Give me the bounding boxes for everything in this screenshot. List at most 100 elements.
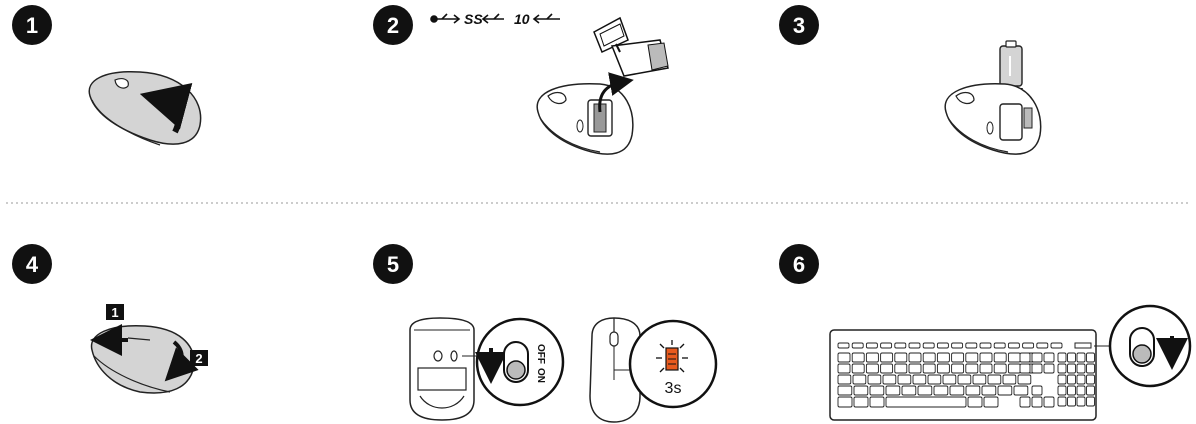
keyboard-key (1086, 363, 1095, 374)
usb-icon (430, 13, 461, 24)
keyboard-key (1057, 396, 1067, 407)
keyboard-key (951, 352, 965, 363)
keyboard-key (1036, 342, 1049, 349)
keyboard-key (1050, 342, 1063, 349)
mouse-underside-icon (409, 317, 482, 421)
keyboard-key (865, 342, 878, 349)
keyboard-key (951, 363, 965, 374)
keyboard-key (979, 363, 993, 374)
keyboard-key (979, 342, 992, 349)
keyboard-key (894, 363, 908, 374)
mouse-icon (589, 317, 641, 423)
keyboard-key (1043, 396, 1055, 408)
keyboard-key (851, 352, 865, 363)
step-number: 2 (387, 13, 399, 38)
sub-step-2-badge (190, 350, 208, 366)
keyboard-key (1057, 385, 1067, 396)
keyboard-key (853, 396, 869, 408)
sub-step-1-badge (106, 304, 124, 320)
keyboard-key (869, 385, 885, 396)
curved-arrow-icon (598, 72, 634, 113)
keyboard-key (1076, 363, 1086, 374)
keyboard-key (965, 385, 981, 396)
power-switch-icon (503, 341, 529, 383)
usb-icon (532, 13, 560, 24)
keyboard-key (1043, 363, 1055, 374)
keyboard-key (1031, 352, 1043, 363)
keyboard-key (933, 385, 949, 396)
step-number: 5 (387, 252, 399, 277)
keyboard-key (1002, 374, 1017, 385)
keyboard-key (1007, 363, 1021, 374)
usb-port-icon (593, 16, 629, 54)
keyboard-key (901, 385, 917, 396)
keyboard-key (1057, 374, 1067, 385)
usb-receiver-icon (610, 39, 669, 77)
curved-arrow-icon (164, 340, 199, 382)
step-5: 5 OFF ON (373, 244, 718, 423)
keyboard-key (837, 342, 850, 349)
keyboard-key (869, 396, 885, 408)
keyboard-key (951, 342, 964, 349)
keyboard-key (957, 374, 972, 385)
step-badge (12, 5, 52, 45)
keyboard-key (880, 342, 893, 349)
keyboard-key (997, 385, 1013, 396)
step-4: 4 1 2 (12, 244, 208, 394)
keyboard-key (1086, 385, 1095, 396)
keyboard-key (965, 342, 978, 349)
mouse-icon (536, 83, 634, 155)
usb-icon (481, 13, 504, 24)
keyboard-key (837, 352, 851, 363)
keyboard-key (922, 352, 936, 363)
keyboard-key (885, 396, 967, 408)
keyboard-key (882, 374, 897, 385)
keyboard-key (1007, 342, 1020, 349)
keyboard-key (851, 363, 865, 374)
keyboard-key (922, 363, 936, 374)
step-number: 3 (793, 13, 805, 38)
keyboard-key (1019, 352, 1031, 363)
mouse-icon (88, 71, 202, 146)
keyboard-key (1076, 352, 1086, 363)
keyboard-key (852, 374, 867, 385)
mouse-icon (944, 83, 1042, 155)
usb-10gbps-label: 10 (514, 11, 530, 27)
keyboard-key (837, 363, 851, 374)
keyboard-key (965, 363, 979, 374)
step-badge (373, 244, 413, 284)
keyboard-key (880, 352, 894, 363)
step-badge (373, 5, 413, 45)
step-number: 4 (26, 252, 39, 277)
keyboard-key (967, 396, 983, 408)
step-badge (779, 5, 819, 45)
keyboard-key (1086, 396, 1095, 407)
step-number: 1 (26, 13, 38, 38)
keyboard-key (1067, 363, 1076, 374)
step-badge (12, 244, 52, 284)
step-badge (779, 244, 819, 284)
keyboard-key (1067, 374, 1076, 385)
keyboard-key (912, 374, 927, 385)
keyboard-key (1057, 352, 1067, 363)
keyboard-key (851, 342, 864, 349)
step-2: 2 SS 10 (373, 5, 669, 155)
sub-step-1-label: 1 (111, 305, 118, 320)
sub-step-2-label: 2 (195, 351, 202, 366)
led-indicator-icon (656, 340, 688, 373)
keyboard-key (1067, 352, 1076, 363)
keyboard-key (1022, 342, 1035, 349)
keyboard-key (993, 363, 1007, 374)
switch-on-label: ON (535, 368, 546, 383)
keyboard-key (949, 385, 965, 396)
keyboard-key (837, 374, 852, 385)
keyboard-key (897, 374, 912, 385)
step-1: 1 (12, 5, 202, 146)
keyboard-key (936, 363, 950, 374)
keyboard-key (1086, 374, 1095, 385)
keyboard-key (908, 342, 921, 349)
keyboard-key (880, 363, 894, 374)
keyboard-key (1057, 363, 1067, 374)
keyboard-key (1031, 363, 1043, 374)
